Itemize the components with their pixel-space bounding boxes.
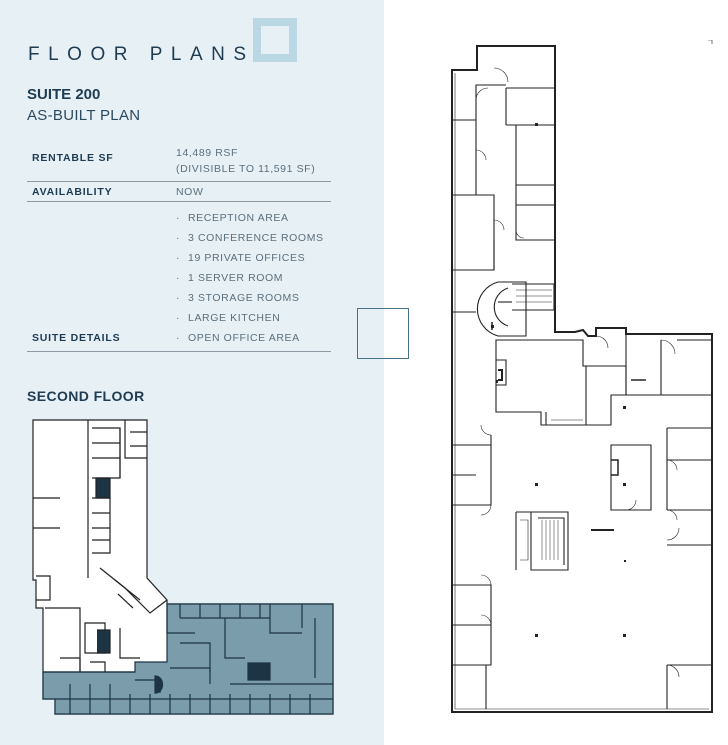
- decorative-square-icon: [253, 18, 297, 62]
- suite-subtitle: AS-BUILT PLAN: [27, 107, 141, 124]
- list-item: ·3 CONFERENCE ROOMS: [176, 232, 324, 244]
- suite-name: SUITE 200: [27, 86, 101, 103]
- details-list: ·RECEPTION AREA ·3 CONFERENCE ROOMS ·19 …: [176, 211, 324, 351]
- floor-label: SECOND FLOOR: [27, 388, 145, 404]
- list-item: ·LARGE KITCHEN: [176, 312, 281, 324]
- plan-navigation-button[interactable]: [357, 308, 409, 359]
- availability-value: NOW: [176, 186, 204, 198]
- suite-200-floorplan[interactable]: [446, 40, 716, 720]
- list-item: ·3 STORAGE ROOMS: [176, 292, 300, 304]
- rentable-rsf: 14,489 RSF: [176, 147, 239, 159]
- page-title: FLOOR PLANS: [28, 44, 255, 65]
- list-item: ·1 SERVER ROOM: [176, 272, 284, 284]
- rentable-divisible: (DIVISIBLE TO 11,591 SF): [176, 163, 316, 175]
- list-item: ·19 PRIVATE OFFICES: [176, 252, 306, 264]
- details-label: SUITE DETAILS: [32, 332, 121, 344]
- spec-row-availability: AVAILABILITY NOW: [27, 182, 331, 202]
- list-item: ·OPEN OFFICE AREA: [176, 332, 300, 344]
- second-floor-keyplan[interactable]: [30, 418, 335, 718]
- spec-row-details: SUITE DETAILS ·RECEPTION AREA ·3 CONFERE…: [27, 202, 331, 352]
- rentable-label: RENTABLE SF: [32, 152, 114, 164]
- spec-row-rentable: RENTABLE SF 14,489 RSF (DIVISIBLE TO 11,…: [27, 140, 331, 182]
- info-panel: FLOOR PLANS SUITE 200 AS-BUILT PLAN RENT…: [0, 0, 384, 745]
- availability-label: AVAILABILITY: [32, 186, 113, 198]
- rentable-value: 14,489 RSF (DIVISIBLE TO 11,591 SF): [176, 145, 315, 177]
- spec-table: RENTABLE SF 14,489 RSF (DIVISIBLE TO 11,…: [27, 140, 331, 352]
- list-item: ·RECEPTION AREA: [176, 212, 289, 224]
